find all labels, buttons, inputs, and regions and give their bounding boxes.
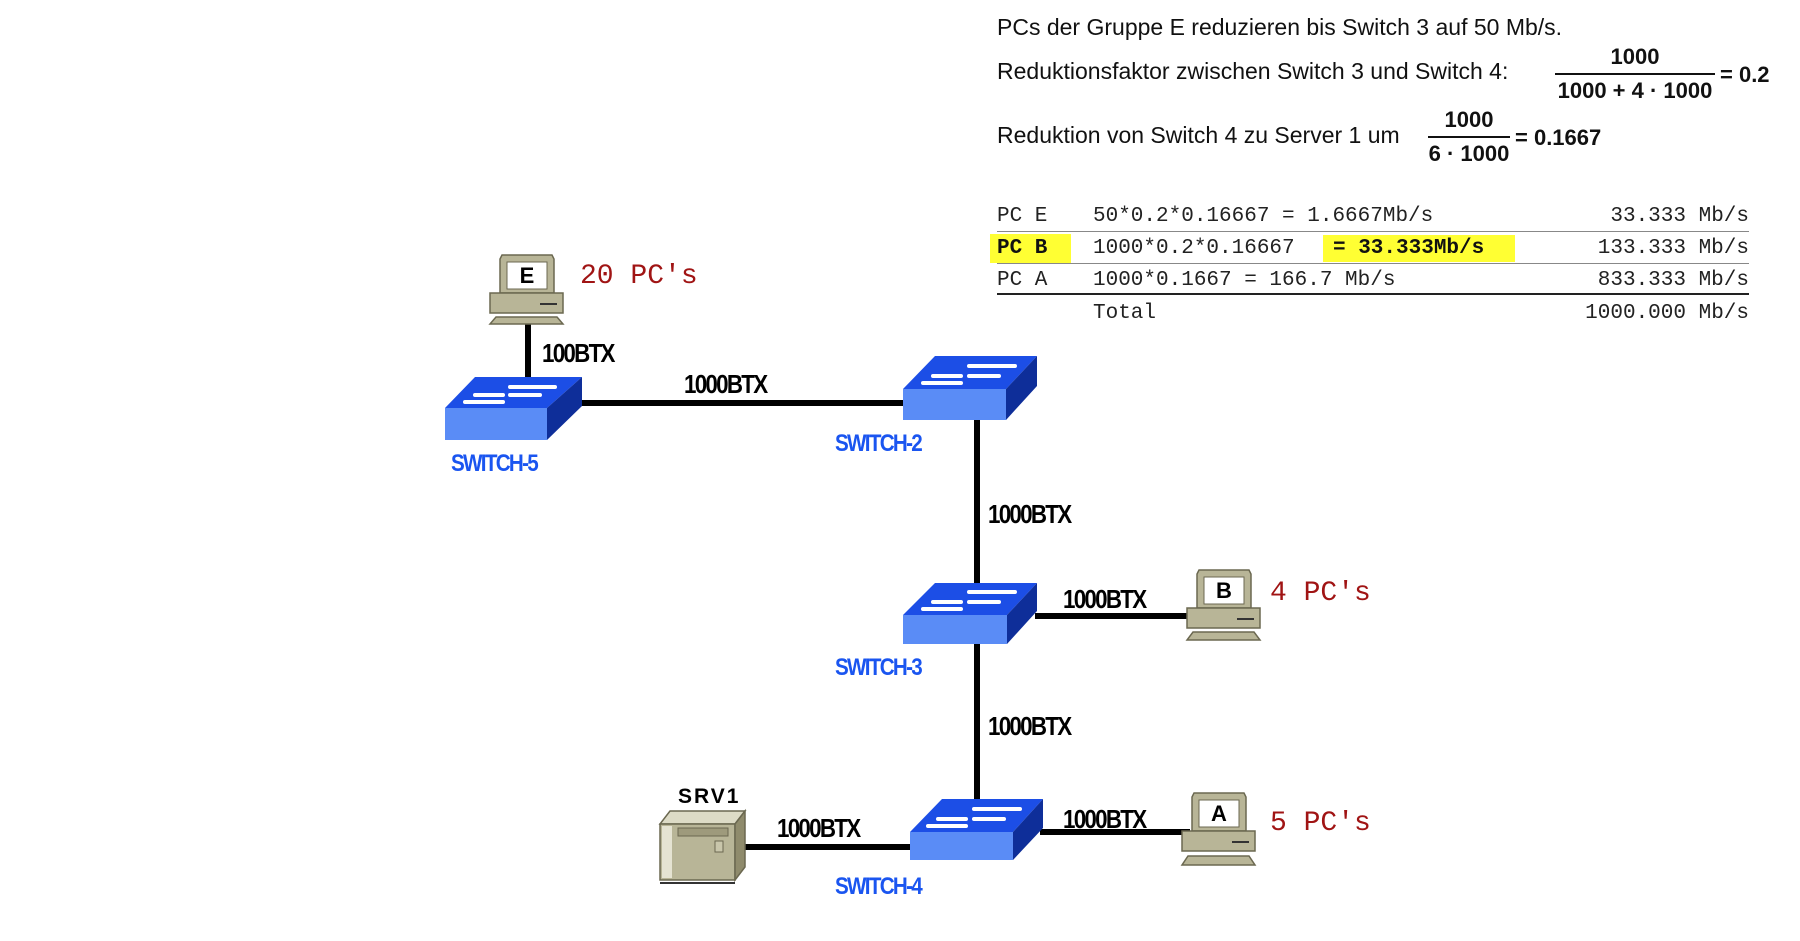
link-label-switch-5-switch-2: 1000BTX <box>684 369 768 399</box>
link-label-switch-3-pc-b: 1000BTX <box>1063 584 1147 614</box>
pc-a-icon[interactable] <box>1180 792 1257 866</box>
fraction-1-result: = 0.2 <box>1720 64 1770 86</box>
fraction-switch4-server: 1000 6 · 1000 <box>1428 107 1510 165</box>
pc-e-icon[interactable] <box>488 254 565 325</box>
total-value: 1000.000 Mb/s <box>1585 302 1749 325</box>
pc-b-icon[interactable] <box>1185 569 1262 641</box>
link-label-switch-4-pc-a: 1000BTX <box>1063 804 1147 834</box>
switch-3-icon[interactable] <box>903 583 1037 644</box>
switch-3-label: SWITCH-3 <box>835 654 923 681</box>
switch-4-label: SWITCH-4 <box>835 873 923 900</box>
row-pc-b-label-highlight <box>990 234 1071 263</box>
pc-b-letter: B <box>1216 578 1232 603</box>
switch-5-label: SWITCH-5 <box>451 450 539 477</box>
note-line-3: Reduktion von Switch 4 zu Server 1 um <box>997 122 1400 148</box>
row-pc-b-total: 133.333 Mb/s <box>1597 237 1749 260</box>
fraction-numerator: 1000 <box>1444 107 1494 132</box>
pc-b-count: 4 PC's <box>1270 578 1371 609</box>
total-divider <box>997 293 1749 295</box>
pc-a-count: 5 PC's <box>1270 808 1371 839</box>
cables <box>525 322 1192 850</box>
fraction-denominator: 6 · 1000 <box>1428 141 1510 166</box>
server-icon[interactable] <box>658 808 747 884</box>
link-label-switch-3-switch-4: 1000BTX <box>988 711 1072 741</box>
row-pc-b-result-highlight <box>1323 235 1515 262</box>
switch-4-icon[interactable] <box>910 799 1043 860</box>
row-divider <box>997 263 1749 264</box>
row-divider <box>997 231 1749 232</box>
fraction-bar <box>1428 136 1510 138</box>
link-label-pc-e-switch-5: 100BTX <box>542 338 615 368</box>
row-pc-e-total: 33.333 Mb/s <box>1610 205 1749 228</box>
row-pc-b-result: = 33.333Mb/s <box>1333 237 1485 260</box>
fraction-2-result: = 0.1667 <box>1515 127 1601 149</box>
fraction-denominator: 1000 + 4 · 1000 <box>1557 78 1713 103</box>
row-pc-b-formula: 1000*0.2*0.16667 <box>1093 237 1295 260</box>
fraction-switch3-switch4: 1000 1000 + 4 · 1000 <box>1555 44 1715 102</box>
result-value: = 0.1667 <box>1515 125 1602 150</box>
row-pc-e-label: PC E <box>997 205 1048 228</box>
note-line-1: PCs der Gruppe E reduzieren bis Switch 3… <box>997 14 1563 40</box>
row-pc-b-label: PC B <box>997 237 1048 260</box>
row-pc-a-total: 833.333 Mb/s <box>1597 269 1749 292</box>
link-label-srv1-switch-4: 1000BTX <box>777 813 861 843</box>
total-label: Total <box>1093 302 1157 325</box>
row-pc-e-formula: 50*0.2*0.16667 = 1.6667Mb/s <box>1093 205 1434 228</box>
fraction-numerator: 1000 <box>1610 44 1660 69</box>
pc-e-letter: E <box>519 263 535 288</box>
row-pc-a-formula: 1000*0.1667 = 166.7 Mb/s <box>1093 269 1396 292</box>
note-line-2: Reduktionsfaktor zwischen Switch 3 und S… <box>997 58 1509 84</box>
switch-5-icon[interactable] <box>445 377 582 440</box>
result-value: = 0.2 <box>1720 62 1770 87</box>
switch-2-label: SWITCH-2 <box>835 430 923 457</box>
server-label: SRV1 <box>678 785 741 808</box>
link-label-switch-2-switch-3: 1000BTX <box>988 499 1072 529</box>
switch-2-icon[interactable] <box>903 356 1037 420</box>
pc-e-count: 20 PC's <box>580 261 698 292</box>
fraction-bar <box>1555 73 1715 75</box>
row-pc-a-label: PC A <box>997 269 1048 292</box>
pc-a-letter: A <box>1211 801 1227 826</box>
